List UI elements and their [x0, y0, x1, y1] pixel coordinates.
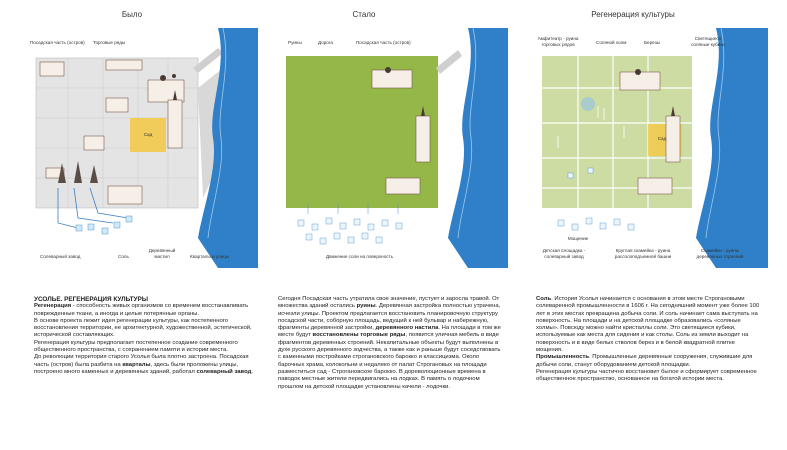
- label-hill: Соляной холм: [596, 40, 627, 45]
- text-column-2: Сегодня Посадская часть утратила свое зн…: [278, 296, 501, 390]
- map-after: Руины Дорога Посадская часть (остров) Дв…: [268, 28, 508, 268]
- label-salt: Соль: [118, 254, 129, 259]
- garden-area: [130, 118, 166, 152]
- map-before: Посадская часть (остров) Торговые ряды С…: [18, 28, 258, 268]
- paragraph: Регенерация культуры частично восстанови…: [536, 368, 757, 383]
- label-bench-round: Круглая скамейка - руина рассолоподъемно…: [614, 248, 672, 259]
- label-paving: Мощение: [567, 236, 589, 241]
- label-quarters: Кварталы и улицы: [190, 254, 230, 259]
- text-column-3: Соль. История Усолья начинается с основа…: [536, 296, 762, 384]
- label-garden: Сад: [143, 132, 153, 137]
- label-posad: Посадская часть (остров): [30, 40, 85, 45]
- label-mast: Деревянный мастил: [148, 248, 176, 259]
- label-trade: Торговые ряды: [93, 40, 126, 45]
- panel-title-regen: Регенерация культуры: [591, 10, 675, 19]
- label-benches: Скамейки - руины деревянных строений: [696, 248, 744, 259]
- label-amphi: Амфитеатр - руина торговых рядов: [537, 36, 579, 47]
- paragraph: В основе проекта лежит идея регенерации …: [34, 317, 252, 339]
- section-heading: УСОЛЬЕ. РЕГЕНЕРАЦИЯ КУЛЬТУРЫ: [34, 296, 148, 303]
- panel-title-before: Было: [121, 10, 143, 19]
- map-regen: Амфитеатр - руина торговых рядов Соляной…: [528, 28, 768, 268]
- label-garden-regen: Сад: [657, 136, 667, 141]
- text-column-1: УСОЛЬЕ. РЕГЕНЕРАЦИЯ КУЛЬТУРЫ Регенерация…: [34, 296, 253, 375]
- label-cubes: Светящиеся соляные кубики: [691, 36, 725, 47]
- paragraph: Регенерация культуры предполагает постеп…: [34, 339, 238, 354]
- label-salt-flow: Движение соли на поверхность: [326, 254, 394, 259]
- term-regeneration: Регенерация: [34, 303, 72, 310]
- label-playground: Детская площадка - солеварный завод: [542, 248, 586, 259]
- label-road: Дорога: [318, 40, 333, 45]
- label-saltworks: Солеварный завод: [40, 254, 81, 259]
- label-birches: Березы: [644, 40, 660, 45]
- label-ruins: Руины: [288, 40, 302, 45]
- label-posad-after: Посадская часть (остров): [356, 40, 411, 45]
- panel-title-after: Стало: [352, 10, 376, 19]
